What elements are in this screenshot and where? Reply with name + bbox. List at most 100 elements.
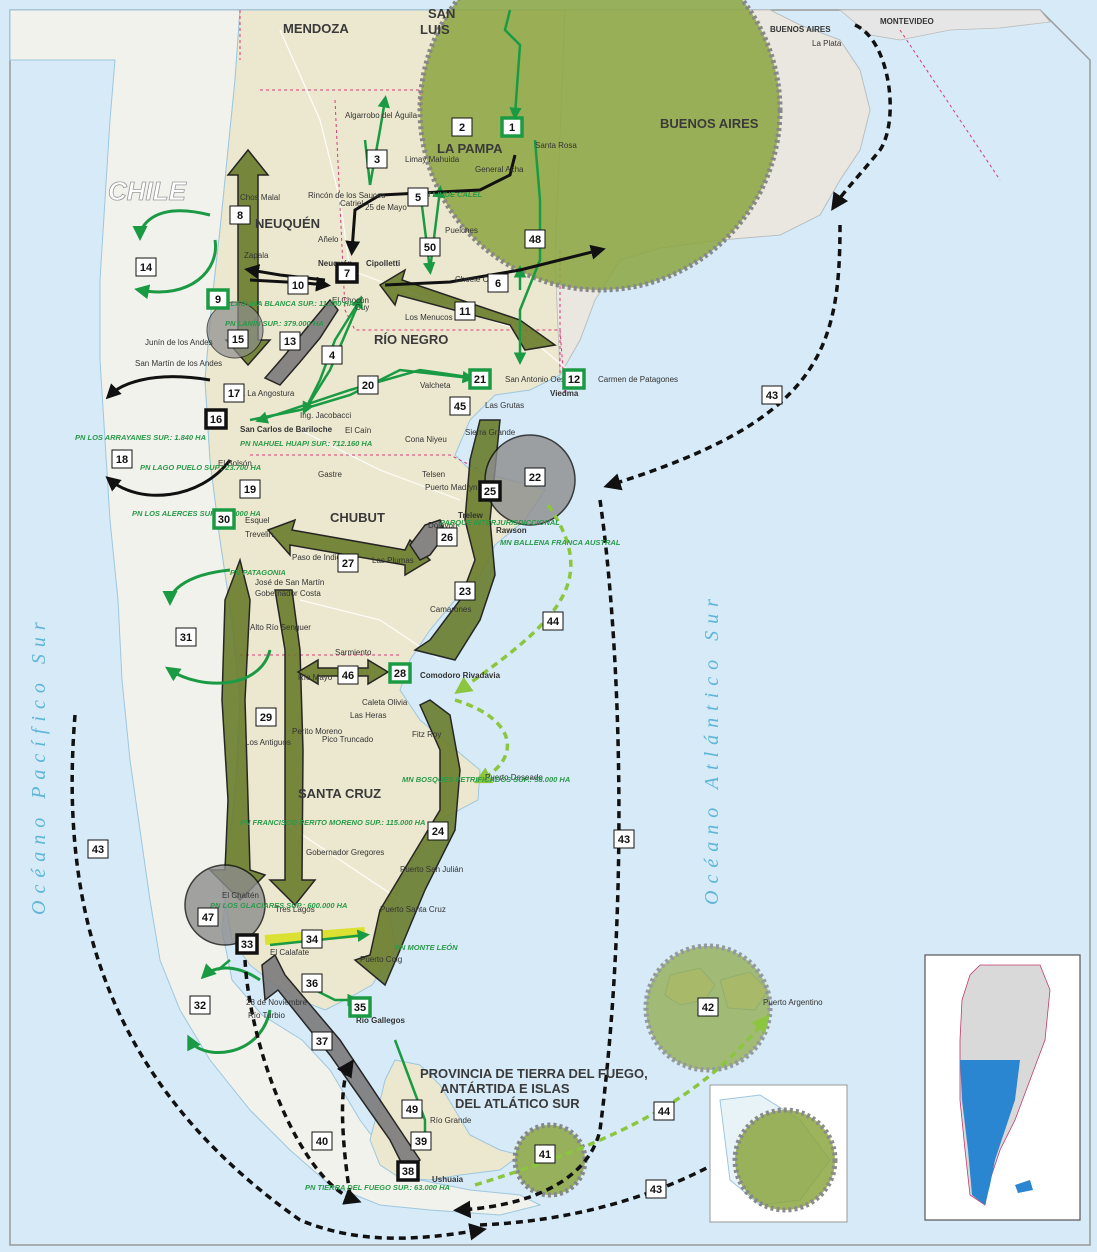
park-los-arrayanes: PN LOS ARRAYANES SUP.: 1.840 HA [75,433,206,442]
argentina-locator-inset [924,954,1081,1221]
label-san-luis: SAN [428,6,455,21]
route-box-43-3: 43 [613,829,635,849]
route-box-label: 10 [292,280,304,292]
city-puerto-coig: Puerto Coig [360,955,402,964]
city-jose-de-san-martin: José de San Martín [255,578,324,587]
route-box-frame [311,1131,333,1151]
label-la-pampa: LA PAMPA [437,141,503,156]
route-box-frame [348,996,372,1018]
route-box-frame [287,275,309,295]
route-box-39: 39 [410,1131,432,1151]
route-box-37: 37 [311,1031,333,1051]
route-box-3: 3 [366,149,388,169]
route-box-label: 19 [244,484,256,496]
route-box-label: 9 [215,294,221,306]
city-paso-de-indios: Paso de Indios [292,553,345,562]
route-box-frame [653,1101,675,1121]
route-box-41: 41 [534,1144,556,1164]
route-box-13: 13 [279,331,301,351]
city-puerto-san-julian: Puerto San Julián [400,865,463,874]
route-box-25: 25 [478,480,502,502]
city-rio-mayo: Río Mayo [298,673,333,682]
route-box-frame [562,368,586,390]
route-box-frame [454,581,476,601]
green-routes [217,9,542,1145]
city-valcheta: Valcheta [420,381,451,390]
city-labels: MONTEVIDEO BUENOS AIRES La Plata Santa R… [135,17,934,1184]
route-box-frame [197,907,219,927]
city-fitz-roy: Fitz Roy [412,730,441,739]
route-box-frame [255,707,277,727]
route-box-label: 48 [529,234,541,246]
route-box-label: 39 [415,1136,427,1148]
city-cuy: Cuy [355,303,369,312]
route-box-label: 37 [316,1036,328,1048]
route-box-label: 3 [374,154,380,166]
route-box-49: 49 [401,1099,423,1119]
city-carmen-de-patagones: Carmen de Patagones [598,375,678,384]
city-el-chocon: El Chocón [332,296,369,305]
route-box-frame [419,237,441,257]
park-lihue-calel: PN LIHUE CALEL [420,190,483,199]
route-box-label: 31 [180,632,192,644]
route-box-40: 40 [311,1131,333,1151]
city-puerto-santa-cruz: Puerto Santa Cruz [380,905,446,914]
route-box-frame [487,273,509,293]
city-gobernador-costa: Gobernador Costa [255,589,321,598]
route-box-label: 21 [474,374,486,386]
route-box-12: 12 [562,368,586,390]
route-box-label: 15 [232,334,244,346]
route-box-22: 22 [524,467,546,487]
city-rio-turbio: Río Turbio [248,1011,285,1020]
route-box-label: 23 [459,586,471,598]
route-box-frame [337,665,359,685]
city-camarones: Camarones [430,605,471,614]
city-chos-malal: Chos Malal [240,193,280,202]
route-box-label: 13 [284,336,296,348]
park-tierra-del-fuego: PN TIERRA DEL FUEGO SUP.: 63.000 HA [305,1183,450,1192]
light-green-routes [454,504,770,1187]
label-santa-cruz: SANTA CRUZ [298,786,381,801]
route-box-label: 6 [495,278,501,290]
route-box-label: 49 [406,1104,418,1116]
city-bariloche: San Carlos de Bariloche [240,425,333,434]
route-box-19: 19 [239,479,261,499]
city-ushuaia: Ushuaia [432,1175,464,1184]
city-trevelin: Trevelin [245,530,273,539]
antarctica-inset [709,1084,848,1223]
label-pacific-ocean: Océano Pacífico Sur [28,615,50,915]
arrow-route-8 [224,148,272,367]
route-box-1: 1 [500,116,524,138]
city-el-chalten: El Chaltén [222,891,259,900]
route-box-frame [311,1031,333,1051]
route-box-label: 7 [344,268,350,280]
city-las-heras: Las Heras [350,711,386,720]
park-patagonia: PN PATAGONIA [230,568,286,577]
route-box-frame [366,149,388,169]
route-box-label: 38 [402,1166,414,1178]
route-box-44-2: 44 [653,1101,675,1121]
circle-route-42-antartida [732,1107,838,1213]
route-box-43: 43 [761,385,783,405]
city-neuquen: Neuquén [318,259,352,268]
city-ing-jacobacci: Ing. Jacobacci [300,411,351,420]
label-rio-negro: RÍO NEGRO [374,332,448,347]
city-montevideo: MONTEVIDEO [880,17,934,26]
route-box-32: 32 [189,995,211,1015]
route-box-30: 30 [212,508,236,530]
route-box-20: 20 [357,375,379,395]
route-box-10: 10 [287,275,309,295]
route-box-7: 7 [335,262,359,284]
route-box-frame [175,627,197,647]
route-box-label: 43 [766,390,778,402]
city-28-noviembre: 28 de Noviembre [246,998,307,1007]
route-box-frame [454,301,476,321]
route-box-label: 5 [415,192,421,204]
route-box-frame [396,1160,420,1182]
route-box-50: 50 [419,237,441,257]
route-box-frame [204,408,228,430]
route-box-frame [301,929,323,949]
route-box-frame [111,449,133,469]
route-box-label: 14 [140,262,153,274]
route-box-42: 42 [697,997,719,1017]
